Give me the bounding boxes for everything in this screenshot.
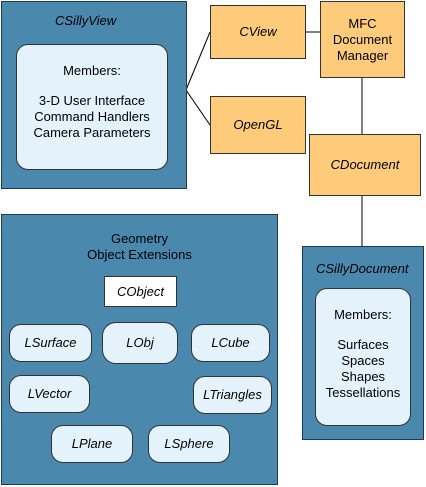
- member-item: Tessellations: [325, 385, 401, 400]
- lsurface-label: LSurface: [24, 335, 77, 350]
- silly-document-title: CSillyDocument: [316, 261, 409, 276]
- cview-node: CView: [210, 5, 306, 59]
- opengl-label: OpenGL: [233, 117, 283, 132]
- member-item: Spaces: [341, 353, 385, 368]
- lsphere-label: LSphere: [164, 436, 214, 451]
- member-item: Camera Parameters: [33, 125, 151, 140]
- silly-view-title: CSillyView: [55, 13, 117, 28]
- member-item: 3-D User Interface: [38, 93, 146, 108]
- view-to-opengl-line: [185, 89, 211, 126]
- lvector-label: LVector: [27, 386, 72, 401]
- silly-document-members-box: Members: Surfaces Spaces Shapes Tessella…: [315, 288, 411, 426]
- view-to-cview-line: [185, 31, 211, 91]
- cobject-label: CObject: [117, 283, 164, 299]
- geometry-title-line: Geometry: [110, 231, 169, 246]
- ltriangles-node: LTriangles: [193, 376, 272, 414]
- lvector-node: LVector: [9, 375, 90, 413]
- mfc-line: Manager: [336, 47, 389, 63]
- lcube-label: LCube: [211, 335, 250, 350]
- ltriangles-label: LTriangles: [203, 387, 262, 402]
- lobj-node: LObj: [102, 322, 178, 364]
- cobject-node: CObject: [104, 276, 177, 307]
- member-item: Command Handlers: [34, 109, 150, 124]
- lcube-node: LCube: [191, 324, 270, 362]
- lobj-label: LObj: [126, 335, 154, 350]
- cview-label: CView: [239, 24, 277, 39]
- silly-view-members-label: Members:: [63, 63, 121, 78]
- cdocument-label: CDocument: [330, 157, 400, 172]
- opengl-node: OpenGL: [210, 96, 306, 154]
- geometry-title-line: Object Extensions: [87, 247, 192, 262]
- silly-view-members-box: Members: 3-D User Interface Command Hand…: [16, 44, 168, 170]
- lsurface-node: LSurface: [9, 324, 92, 362]
- lplane-label: LPlane: [71, 436, 113, 451]
- mfc-document-manager-node: MFC Document Manager: [320, 1, 405, 78]
- member-item: Shapes: [340, 369, 386, 384]
- lsphere-node: LSphere: [148, 425, 230, 463]
- mfc-line: Document: [332, 31, 393, 47]
- member-item: Surfaces: [337, 337, 389, 352]
- cdocument-node: CDocument: [309, 134, 421, 196]
- mfc-line: MFC: [348, 15, 377, 31]
- geometry-title: Geometry Object Extensions: [1, 231, 278, 263]
- silly-document-members-label: Members:: [334, 307, 392, 322]
- lplane-node: LPlane: [51, 425, 133, 463]
